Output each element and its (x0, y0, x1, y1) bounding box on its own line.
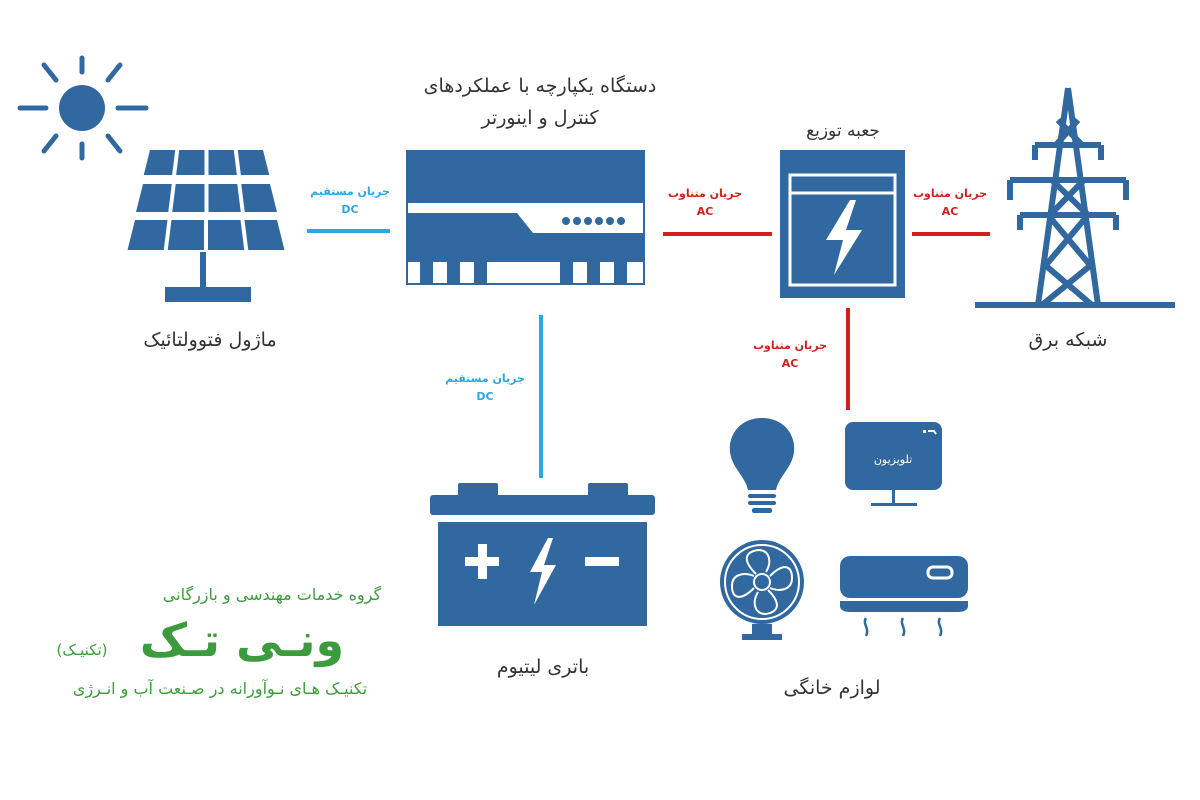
logo-tagline-top: گروه خدمات مهندسی و بازرگانی (163, 585, 382, 605)
led-indicator (595, 217, 603, 225)
air-conditioner-icon (840, 556, 968, 637)
tv-icon: تلویزیون (845, 422, 942, 506)
company-logo: گروه خدمات مهندسی و بازرگانی ونـی تـک (ت… (56, 585, 381, 699)
light-bulb-icon (729, 418, 795, 513)
logo-name: ونـی تـک (140, 613, 344, 667)
solar-cell (136, 184, 172, 212)
power-tower-icon (975, 87, 1175, 308)
pv-module-label: ماژول فتوولتائیک (143, 329, 276, 351)
fan-icon (720, 540, 804, 640)
solar-panel-icon (127, 150, 285, 302)
ac-label: جریان متناوب (753, 339, 827, 352)
inverter-title-line2: کنترل و اینورتر (480, 107, 599, 129)
led-indicator (573, 217, 581, 225)
grid-label: شبکه برق (1029, 329, 1108, 351)
ac-label: جریان متناوب (913, 187, 987, 200)
ac-type: AC (782, 357, 799, 370)
solar-cell (241, 184, 277, 212)
solar-cell (127, 220, 168, 250)
panel-stand (200, 252, 206, 288)
solar-cell (244, 220, 285, 250)
ac-type: AC (697, 205, 714, 218)
logo-tagline-bottom: تکنیـک هـای نـوآورانه در صـنعت آب و انـر… (73, 679, 367, 699)
solar-cell (176, 150, 205, 175)
appliances-label: لوازم خانگی (783, 676, 880, 699)
panel-stand (165, 287, 251, 302)
led-indicator (584, 217, 592, 225)
solar-cell (208, 220, 245, 250)
solar-cell (143, 150, 176, 175)
solar-cell (167, 220, 204, 250)
solar-cell (172, 184, 205, 212)
ac-label: جریان متناوب (668, 187, 742, 200)
led-indicator (562, 217, 570, 225)
solar-cell (208, 150, 237, 175)
dc-type: DC (476, 390, 493, 403)
dc-label: جریان مستقیم (310, 185, 390, 198)
logo-name-alt: (تکنیـک) (56, 641, 107, 659)
inverter-title-line1: دستگاه یکپارچه با عملکردهای (424, 74, 657, 97)
dc-label: جریان مستقیم (445, 372, 525, 385)
ac-type: AC (942, 205, 959, 218)
inverter-icon (406, 150, 645, 285)
distribution-box-label: جعبه توزیع (806, 121, 880, 141)
dc-type: DC (341, 203, 358, 216)
led-indicator (617, 217, 625, 225)
battery-icon (430, 483, 655, 626)
battery-label: باتری لیتیوم (497, 656, 589, 678)
sun-icon (17, 55, 149, 161)
distribution-box-icon (780, 150, 905, 298)
solar-cell (208, 184, 241, 212)
tv-label: تلویزیون (874, 453, 912, 466)
solar-cell (237, 150, 270, 175)
led-indicator (606, 217, 614, 225)
